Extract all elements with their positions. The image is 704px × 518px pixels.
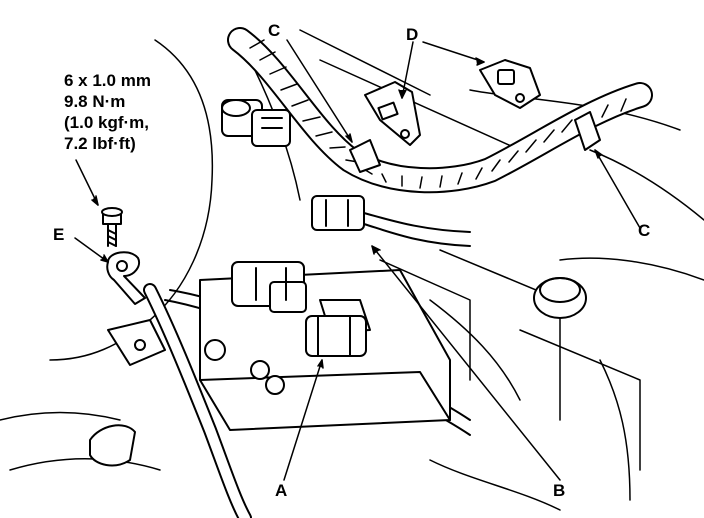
callout-d: D [406, 25, 419, 44]
bracket-d [364, 59, 541, 146]
callout-a: A [275, 481, 288, 500]
torque-kgfm-text: (1.0 kgf·m, [64, 113, 150, 132]
upper-left-connector [221, 99, 291, 147]
harness-tube [227, 27, 653, 194]
terminal-bracket [107, 319, 166, 366]
leader-lines [74, 39, 641, 481]
callout-e: E [53, 225, 65, 244]
connector-a [231, 261, 367, 357]
ground-bolt [101, 207, 123, 247]
engine-outline [0, 29, 704, 511]
lower-left-plug [89, 424, 136, 467]
torque-lbfft-text: 7.2 lbf·ft) [64, 134, 136, 153]
ground-terminal-e [106, 251, 146, 305]
torque-nm-text: 9.8 N·m [64, 92, 126, 111]
mounting-boss [533, 277, 587, 319]
torque-spec: 6 x 1.0 mm 9.8 N·m (1.0 kgf·m, 7.2 lbf·f… [64, 70, 151, 154]
callout-b: B [553, 481, 566, 500]
connector-b [311, 195, 471, 247]
harness-clip-c [349, 111, 601, 173]
bolt-size-text: 6 x 1.0 mm [64, 71, 151, 90]
callout-c-right: C [638, 221, 651, 240]
callout-c-top: C [268, 21, 281, 40]
